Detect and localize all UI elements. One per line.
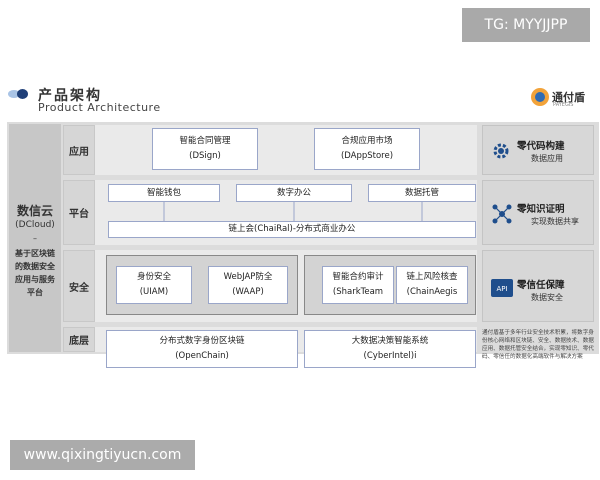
- app-box-dappstore: 合规应用市场 (DAppStore): [314, 128, 420, 170]
- logo-subtext: PAYEGIS: [553, 102, 574, 108]
- logo-text: 通付盾: [552, 91, 585, 104]
- base-box-cyberintel: 大数据决策智能系统 (CyberIntel)i: [304, 330, 476, 368]
- box-title: WebJAP防全: [223, 272, 273, 282]
- base-note: 通付盾基于多年行业安全技术积累，将数字身份核心网络和区块链、安全、数据技术、数据…: [482, 330, 594, 360]
- layer-label-security: 安全: [63, 250, 95, 322]
- platform-box-custody: 数据托管: [368, 184, 476, 202]
- box-code: (CyberIntel)i: [363, 351, 417, 361]
- feature-title: 零知识证明: [517, 204, 565, 215]
- layer-label-app: 应用: [63, 125, 95, 175]
- box-code: (DSign): [189, 151, 221, 161]
- feature-zero-code: 零代码构建 数据应用: [482, 125, 594, 175]
- watermark-bottom: www.qixingtiyucn.com: [10, 440, 195, 470]
- security-box-chainaegis: 链上风险核查 (ChainAegis: [396, 266, 468, 304]
- box-code: (ChainAegis: [406, 287, 458, 297]
- page-title: 产品架构: [38, 88, 102, 104]
- box-code: (SharkTeam: [332, 287, 384, 297]
- layer-label-base: 底层: [63, 327, 95, 352]
- box-code: (OpenChain): [175, 351, 229, 361]
- box-title: 智能合约审计: [332, 272, 384, 282]
- box-title: 大数据决策智能系统: [351, 336, 429, 346]
- platform-box-wallet: 智能钱包: [108, 184, 220, 202]
- box-code: (WAAP): [232, 287, 264, 297]
- layer-label-platform: 平台: [63, 180, 95, 245]
- platform-box-office: 数字办公: [236, 184, 352, 202]
- feature-title: 零代码构建: [517, 141, 565, 152]
- left-column-dash: –: [33, 234, 37, 243]
- feature-subtitle: 实现数据共享: [531, 217, 579, 226]
- header-dot-icon: [8, 90, 20, 98]
- app-box-dsign: 智能合同管理 (DSign): [152, 128, 258, 170]
- left-column-desc: 平台: [27, 288, 43, 297]
- box-code: (UIAM): [139, 287, 169, 297]
- left-column-subtitle: (DCloud): [15, 220, 55, 230]
- box-title: 智能合同管理: [179, 136, 231, 146]
- feature-subtitle: 数据安全: [531, 293, 563, 302]
- box-code: (DAppStore): [340, 151, 394, 161]
- svg-text:API: API: [496, 285, 507, 293]
- left-column-desc: 应用与服务: [15, 275, 55, 284]
- header-dot-icon: [17, 89, 28, 99]
- base-box-openchain: 分布式数字身份区块链 (OpenChain): [106, 330, 298, 368]
- security-box-sharkteam: 智能合约审计 (SharkTeam: [322, 266, 394, 304]
- security-box-waap: WebJAP防全 (WAAP): [208, 266, 288, 304]
- gear-code-icon: [493, 143, 509, 159]
- box-title: 链上风险核查: [406, 272, 458, 282]
- feature-title: 零信任保障: [517, 280, 565, 291]
- security-box-uiam: 身份安全 (UIAM): [116, 266, 192, 304]
- box-title: 分布式数字身份区块链: [159, 336, 245, 346]
- left-column: 数信云 (DCloud) – 基于区块链 的数据安全 应用与服务 平台: [9, 124, 61, 352]
- box-title: 合规应用市场: [341, 136, 393, 146]
- watermark-top: TG: MYYJJPP: [462, 8, 590, 42]
- api-icon: API: [491, 279, 513, 297]
- left-column-desc: 基于区块链: [15, 249, 55, 258]
- network-nodes-icon: [492, 204, 512, 224]
- logo-icon: [531, 88, 549, 106]
- feature-zero-trust: API 零信任保障 数据安全: [482, 250, 594, 322]
- page-subtitle: Product Architecture: [38, 101, 161, 114]
- box-title: 身份安全: [136, 272, 171, 282]
- platform-bar-chairal: 链上会(ChaiRal)-分布式商业办公: [108, 221, 476, 238]
- feature-subtitle: 数据应用: [531, 154, 563, 163]
- left-column-title: 数信云: [16, 204, 53, 218]
- feature-zero-knowledge: 零知识证明 实现数据共享: [482, 180, 594, 245]
- left-column-desc: 的数据安全: [15, 262, 55, 271]
- company-logo: 通付盾 PAYEGIS: [531, 87, 585, 108]
